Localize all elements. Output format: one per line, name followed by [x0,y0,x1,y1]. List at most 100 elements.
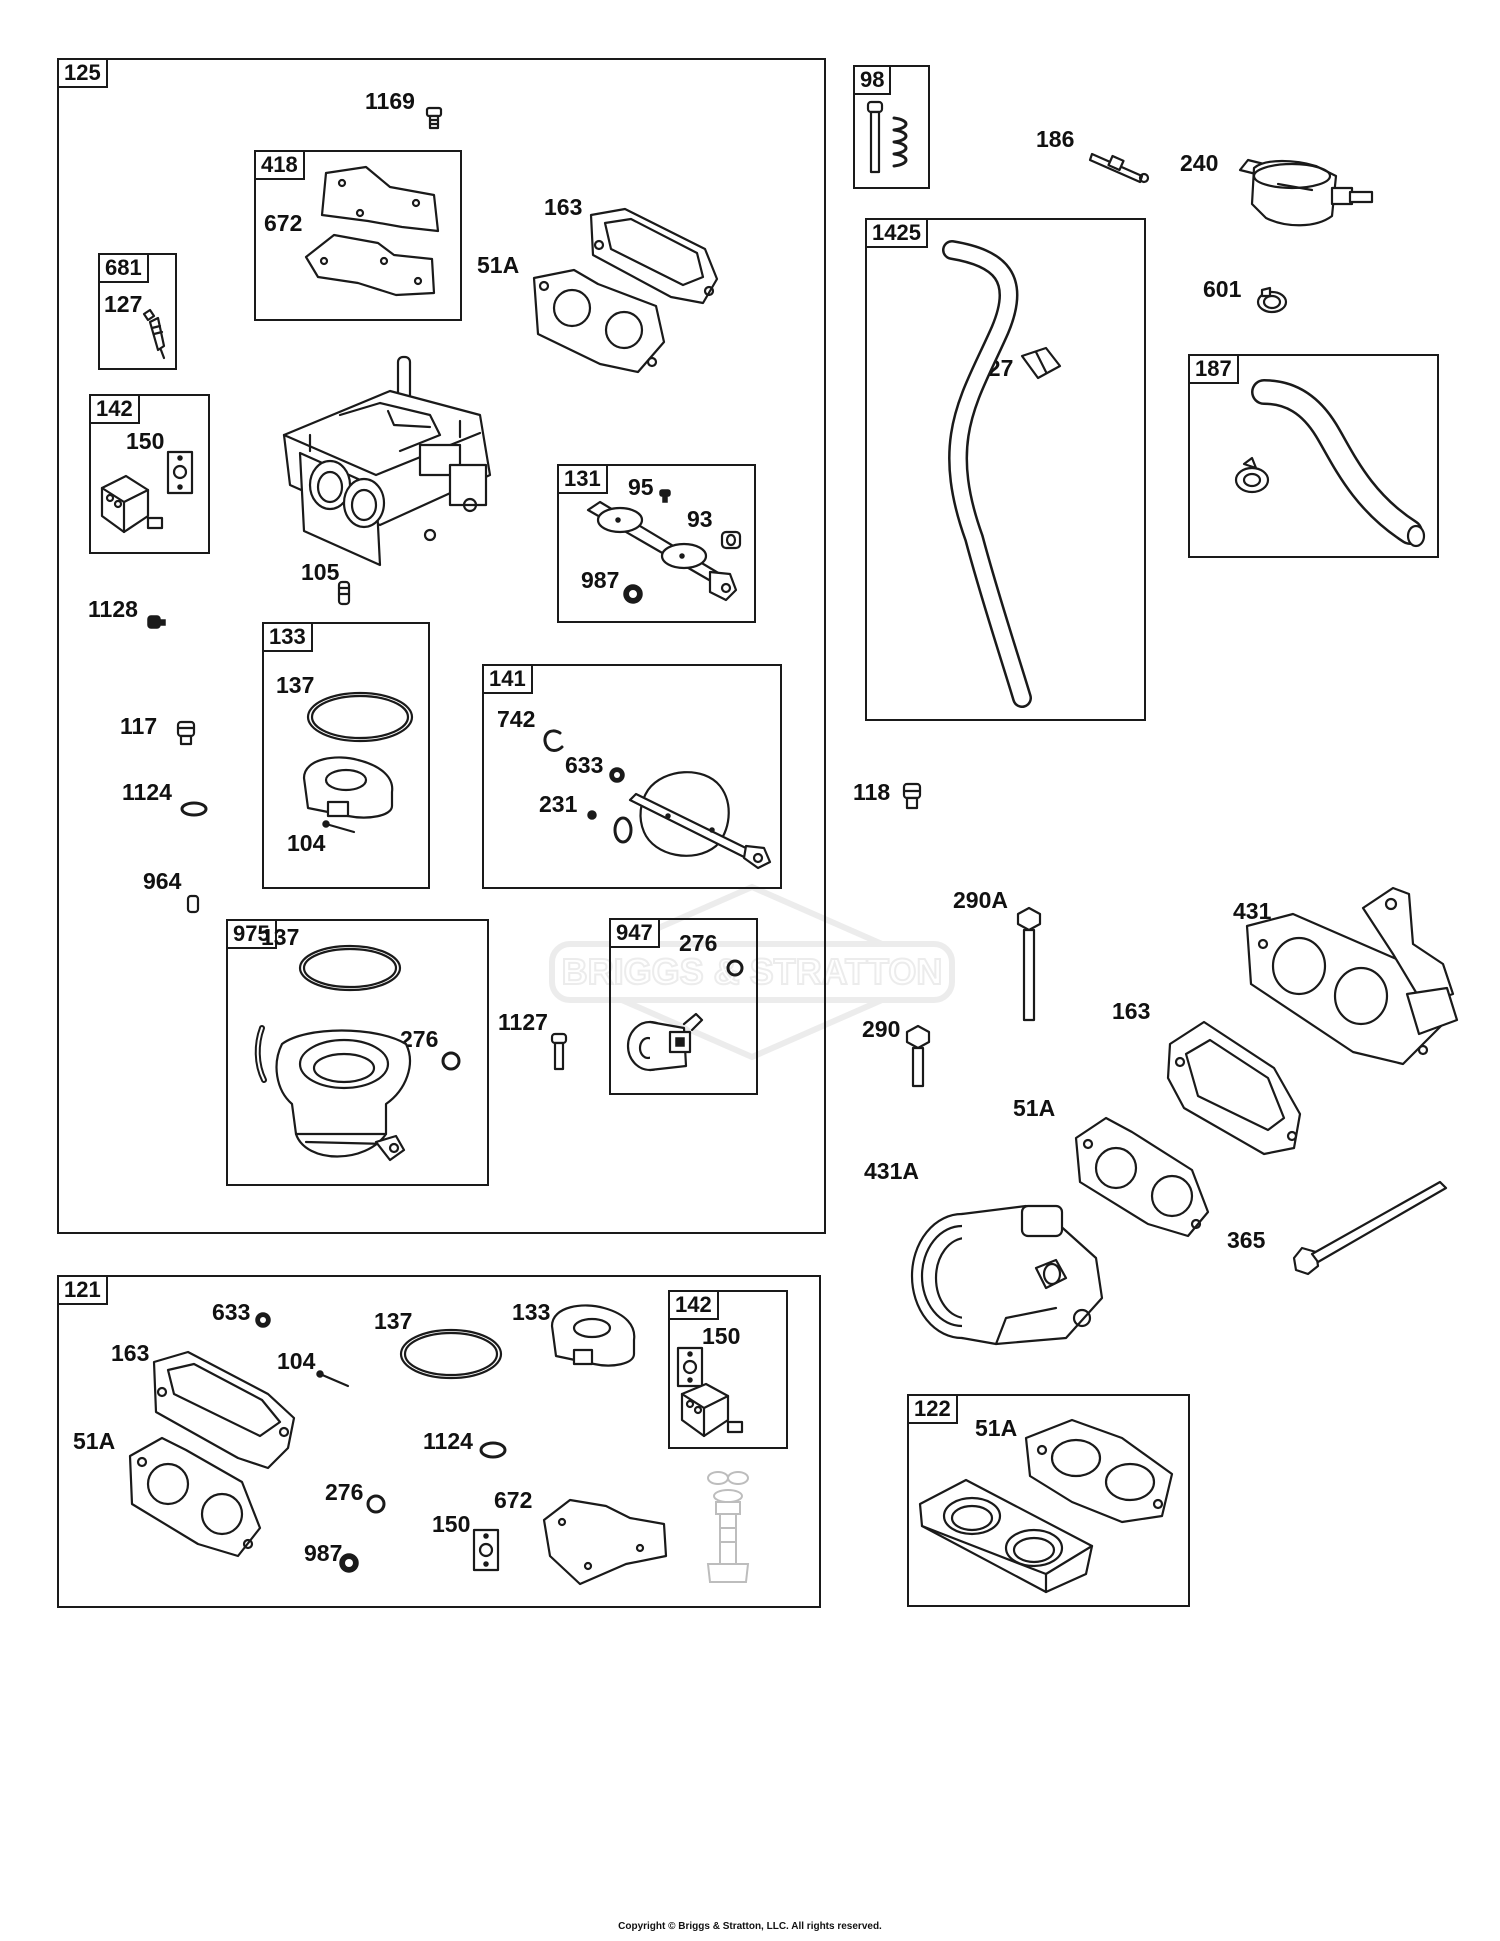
label-276-kit121: 276 [325,1479,364,1505]
bolt-290-icon[interactable] [904,1024,932,1090]
solenoid-142-lower-icon[interactable] [676,1378,748,1442]
plug-964-icon[interactable] [186,894,200,914]
emulsion-tube-icon[interactable] [700,1468,756,1586]
label-150-kit121: 150 [432,1511,471,1537]
washer-1124-kit121-icon[interactable] [478,1440,508,1460]
kit-box-122[interactable]: 122 [907,1394,1190,1607]
kit-box-975[interactable]: 975 [226,919,489,1186]
gasket-51a-right-icon[interactable] [1072,1112,1212,1242]
gasket-51a-icon[interactable] [528,268,668,378]
screw-95-icon[interactable] [658,489,672,503]
washer-141-icon[interactable] [612,816,634,844]
seal-633-kit121-icon[interactable] [254,1311,272,1329]
float-bowl-975-icon[interactable] [246,1024,416,1174]
screw-1169-icon[interactable] [424,106,444,130]
solenoid-142-icon[interactable] [96,470,168,540]
label-633: 633 [565,752,604,778]
briggs-stratton-watermark: BRIGGS & STRATTON [548,882,956,1062]
o-ring-137-kit121-icon[interactable] [398,1326,504,1382]
gasket-163-right-icon[interactable] [1164,1018,1304,1158]
label-431: 431 [1233,898,1272,924]
fuel-filter-240-icon[interactable] [1236,156,1376,256]
pin-104-kit121-icon[interactable] [316,1370,352,1390]
label-601: 601 [1203,276,1242,302]
kit-box-1425[interactable]: 1425 [865,218,1146,721]
bolt-365-icon[interactable] [1290,1178,1450,1278]
fuel-line-1425-icon[interactable] [910,238,1130,708]
pin-105-icon[interactable] [337,580,351,606]
gasket-150-kit142-lower-icon[interactable] [676,1346,704,1388]
gasket-51a-kit121-icon[interactable] [126,1432,264,1562]
gasket-51a-kit122-icon[interactable] [1022,1416,1178,1526]
float-133-kit121-icon[interactable] [548,1300,638,1370]
kit-box-131[interactable]: 131 [557,464,756,623]
hose-clamp-601-icon[interactable] [1254,286,1290,316]
o-ring-137-icon[interactable] [305,690,415,745]
gasket-150-icon[interactable] [166,450,194,495]
washer-1124-icon[interactable] [180,800,208,818]
gasket-163-icon[interactable] [585,207,720,307]
label-1127: 1127 [498,1009,548,1035]
o-ring-137-kit975-icon[interactable] [296,942,404,994]
screw-1127-icon[interactable] [550,1032,568,1072]
kit-box-681[interactable]: 681 [98,253,177,370]
pin-104-icon[interactable] [322,820,358,836]
kit-box-141[interactable]: 141 [482,664,782,889]
label-150-kit142-lower: 150 [702,1323,741,1349]
gasket-672-icon[interactable] [298,165,448,305]
carburetor-body-icon[interactable] [280,355,505,570]
label-105: 105 [301,559,340,585]
kit-box-142-lower[interactable]: 142 [668,1290,788,1449]
kit-box-187[interactable]: 187 [1188,354,1439,558]
bushing-93-icon[interactable] [720,529,742,551]
kit-number-131: 131 [559,466,608,494]
choke-plate-141-icon[interactable] [624,760,772,870]
label-987: 987 [581,567,620,593]
governor-spring-98-icon[interactable] [862,100,920,178]
kit-box-98[interactable]: 98 [853,65,930,189]
seal-633-icon[interactable] [608,766,626,784]
label-133-kit121: 133 [512,1299,551,1325]
choke-shaft-131-icon[interactable] [580,490,740,610]
label-163: 163 [544,194,583,220]
seal-987-kit121-icon[interactable] [338,1552,360,1574]
copyright-footer: Copyright © Briggs & Stratton, LLC. All … [618,1921,882,1932]
screw-1128-icon[interactable] [146,614,166,632]
kit-box-947[interactable]: 947 [609,918,758,1095]
gasket-163-kit121-icon[interactable] [148,1348,298,1473]
gasket-672-kit121-icon[interactable] [540,1492,668,1587]
seal-987-icon[interactable] [622,583,644,605]
gasket-150-kit121-icon[interactable] [472,1528,500,1572]
label-1169: 1169 [365,88,415,114]
kit-box-418[interactable]: 418 [254,150,462,321]
needle-valve-127-icon[interactable] [140,308,168,360]
kit-box-133[interactable]: 133 [262,622,430,889]
o-ring-276-kit121-icon[interactable] [364,1492,388,1516]
kit-number-142-lower: 142 [670,1292,719,1320]
label-117: 117 [120,713,158,739]
label-51a-kit121: 51A [73,1428,116,1454]
throttle-body-431a-icon[interactable] [906,1198,1106,1358]
label-104-kit121: 104 [277,1348,316,1374]
fuel-hose-187-icon[interactable] [1230,379,1430,550]
spacer-122-icon[interactable] [916,1474,1096,1596]
clip-742-icon[interactable] [540,727,566,755]
plug-117-icon[interactable] [174,720,198,746]
label-987-kit121: 987 [304,1540,343,1566]
float-133-icon[interactable] [298,752,398,822]
label-672-kit121: 672 [494,1487,533,1513]
fuel-fitting-186-icon[interactable] [1088,144,1150,184]
kit-box-142[interactable]: 142 [89,394,210,554]
intake-manifold-431-icon[interactable] [1243,884,1461,1070]
o-ring-276-kit975-icon[interactable] [440,1050,462,1072]
fuel-solenoid-947-icon[interactable] [624,1010,706,1076]
label-365: 365 [1227,1227,1266,1253]
kit-box-125[interactable]: 125 [57,58,826,1234]
screw-231-icon[interactable] [586,808,598,820]
o-ring-276-kit947-icon[interactable] [725,958,745,978]
label-231: 231 [539,791,578,817]
kit-box-121[interactable]: 121 [57,1275,821,1608]
label-51a: 51A [477,252,520,278]
bolt-290a-icon[interactable] [1014,906,1044,1024]
plug-118-icon[interactable] [900,782,924,812]
